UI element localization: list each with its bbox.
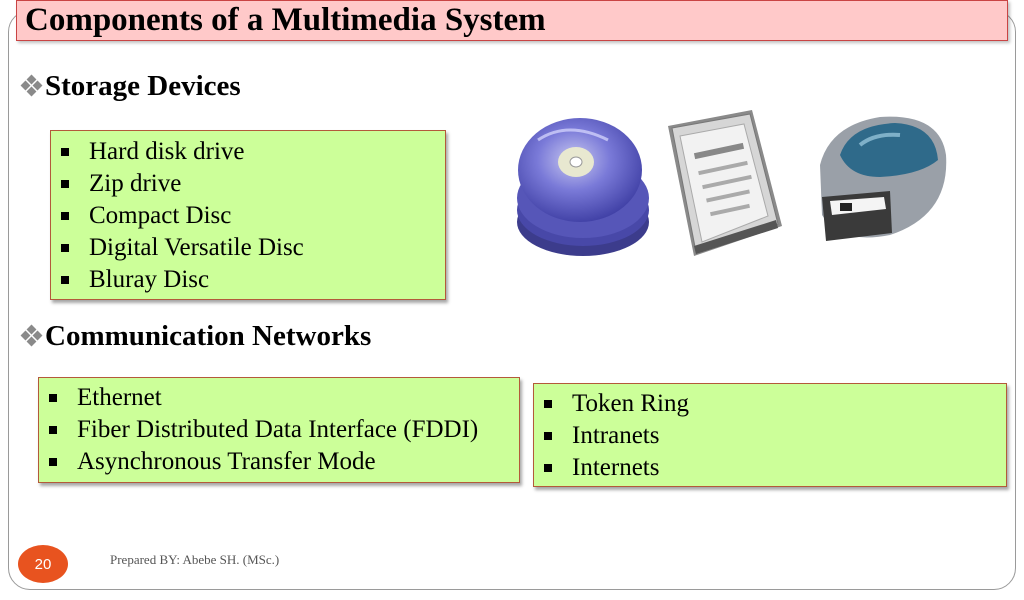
list-item: Zip drive — [51, 168, 445, 200]
page-number-badge: 20 — [18, 545, 68, 583]
diamond-bullet-icon — [20, 74, 43, 97]
list-item: Fiber Distributed Data Interface (FDDI) — [39, 414, 519, 446]
section-heading-storage: Storage Devices — [20, 70, 241, 103]
list-item: Digital Versatile Disc — [51, 232, 445, 264]
networks-list-box-left: Ethernet Fiber Distributed Data Interfac… — [38, 377, 520, 483]
list-item: Bluray Disc — [51, 264, 445, 296]
list-item: Token Ring — [534, 388, 1006, 420]
section-heading-text: Storage Devices — [45, 70, 241, 102]
slide-title: Components of a Multimedia System — [25, 2, 546, 38]
title-bar: Components of a Multimedia System — [16, 0, 1008, 41]
footer-text: Prepared BY: Abebe SH. (MSc.) — [110, 552, 280, 567]
list-item: Compact Disc — [51, 200, 445, 232]
section-heading-text: Communication Networks — [45, 320, 372, 352]
storage-list-box: Hard disk drive Zip drive Compact Disc D… — [50, 130, 446, 300]
list-item: Asynchronous Transfer Mode — [39, 446, 519, 478]
networks-list-left: Ethernet Fiber Distributed Data Interfac… — [39, 382, 519, 478]
section-heading-networks: Communication Networks — [20, 320, 372, 353]
networks-list-right: Token Ring Intranets Internets — [534, 388, 1006, 484]
list-item: Intranets — [534, 420, 1006, 452]
diamond-bullet-icon — [20, 324, 43, 347]
list-item: Internets — [534, 452, 1006, 484]
hard-disk-image — [668, 110, 782, 256]
storage-list: Hard disk drive Zip drive Compact Disc D… — [51, 136, 445, 296]
disc-stack-image — [517, 118, 649, 256]
networks-list-box-right: Token Ring Intranets Internets — [533, 383, 1007, 487]
list-item: Hard disk drive — [51, 136, 445, 168]
zip-drive-image — [820, 116, 947, 241]
list-item: Ethernet — [39, 382, 519, 414]
